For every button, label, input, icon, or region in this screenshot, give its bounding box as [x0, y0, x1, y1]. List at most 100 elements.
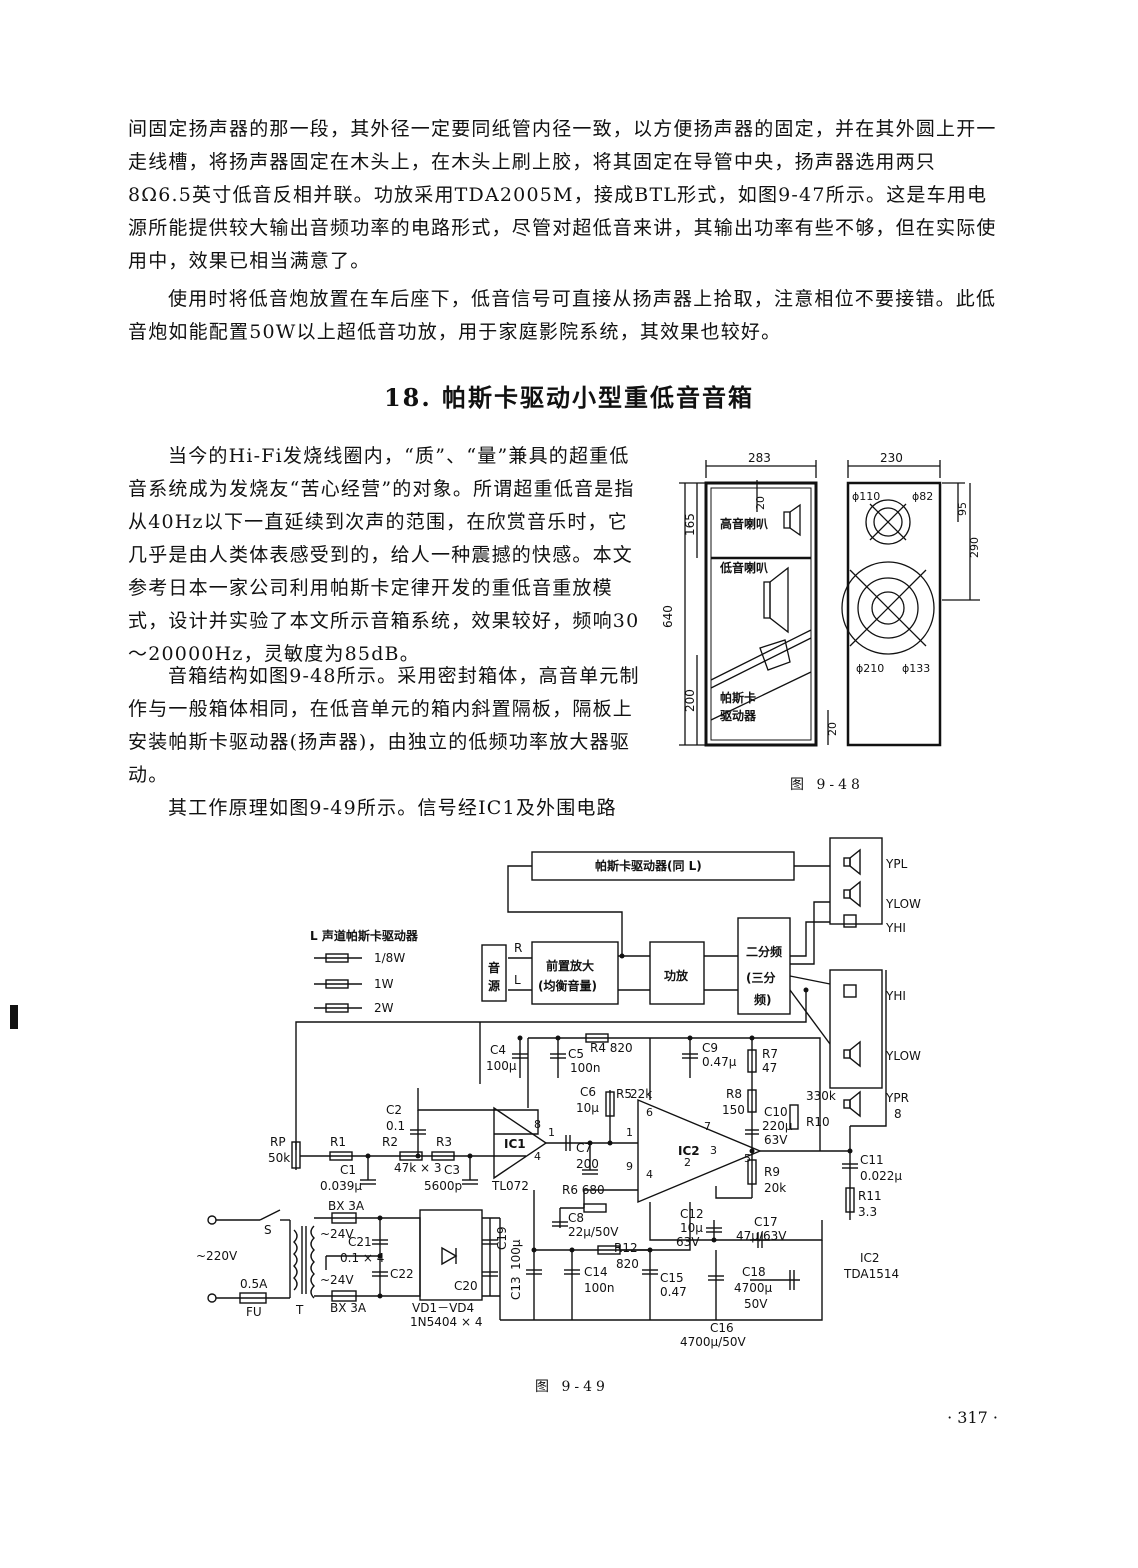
tweeter-label: 高音喇叭	[720, 516, 768, 531]
r2-label: R2	[382, 1135, 398, 1149]
c8-label: C8	[568, 1211, 584, 1225]
c21-label: C21	[348, 1235, 372, 1249]
c8-value: 22μ/50V	[568, 1225, 619, 1239]
switch-label: S	[264, 1223, 272, 1237]
c3-value: 5600p	[424, 1179, 462, 1193]
legend-2w: 2W	[374, 1001, 394, 1015]
c12-value-1: 10μ	[680, 1221, 703, 1235]
c1-label: C1	[340, 1163, 356, 1177]
dim-200: 200	[683, 689, 697, 712]
dim-283: 283	[748, 451, 771, 465]
ic2-label: IC2	[678, 1144, 700, 1158]
c6-label: C6	[580, 1085, 596, 1099]
amp-label: 功放	[664, 968, 689, 983]
dim-20-top: 20	[754, 496, 767, 510]
c19-label: C19	[495, 1226, 509, 1250]
c4-value: 100μ	[486, 1059, 517, 1073]
preamp-label-2: (均衡音量)	[538, 978, 597, 993]
v24b-label: ~24V	[320, 1273, 354, 1287]
v220-label: ~220V	[196, 1249, 238, 1263]
pascal-label: 帕斯卡	[720, 690, 756, 705]
r5-value: 22k	[630, 1087, 652, 1101]
bx1-label: BX 3A	[328, 1199, 365, 1213]
r11-value: 3.3	[858, 1205, 877, 1219]
r2-value: 47k × 3	[394, 1161, 442, 1175]
figure-9-48-caption: 图 9-48	[790, 777, 864, 793]
ic2-pin-4: 4	[646, 1168, 653, 1181]
r7-value: 47	[762, 1061, 777, 1075]
pin-1: 1	[548, 1126, 555, 1139]
c18-label: C18	[742, 1265, 766, 1279]
figure-9-49-caption: 图 9-49	[535, 1379, 609, 1395]
v24a-label: ~24V	[320, 1227, 354, 1241]
c5-value: 100n	[570, 1061, 601, 1075]
dim-165: 165	[683, 513, 697, 536]
c22-label: C22	[390, 1267, 414, 1281]
c10-value-2: 63V	[764, 1133, 788, 1147]
source-label-1: 音	[488, 960, 500, 975]
second-paragraph: 使用时将低音炮放置在车后座下，低音信号可直接从扬声器上拾取，注意相位不要接错。此…	[128, 288, 997, 343]
dia-210: ϕ210	[856, 662, 884, 675]
woofer-label: 低音喇叭	[719, 560, 768, 575]
r3-label: R3	[436, 1135, 452, 1149]
c6-value: 10μ	[576, 1101, 599, 1115]
r11-label: R11	[858, 1189, 882, 1203]
figure-9-48: 283 230 640 165 200 20 20 95 290 高音喇叭 低音…	[661, 451, 980, 747]
c2-label: C2	[386, 1103, 402, 1117]
ic2-pin-5: 5	[744, 1152, 751, 1165]
c13-label: C13	[509, 1276, 523, 1300]
c14-label: C14	[584, 1265, 608, 1279]
ylow2-label: YLOW	[885, 1049, 921, 1063]
bx2-label: BX 3A	[330, 1301, 367, 1315]
r6-label: R6 680	[562, 1183, 605, 1197]
c18-value-1: 4700μ	[734, 1281, 773, 1295]
c4-label: C4	[490, 1043, 506, 1057]
c15-label: C15	[660, 1271, 684, 1285]
ic2-pin-7: 7	[704, 1120, 711, 1133]
rp-label: RP	[270, 1135, 286, 1149]
c11-value: 0.022μ	[860, 1169, 902, 1183]
preamp-label-1: 前置放大	[546, 958, 594, 973]
dim-640: 640	[661, 605, 675, 628]
dim-20-bottom: 20	[826, 722, 839, 736]
c12-label: C12	[680, 1207, 704, 1221]
r-channel-label: R	[514, 941, 522, 955]
r12-value: 820	[616, 1257, 639, 1271]
r10-value: 330k	[806, 1089, 836, 1103]
c9-value: 0.47μ	[702, 1055, 737, 1069]
r9-value: 20k	[764, 1181, 786, 1195]
xover-label-2: (三分	[746, 970, 776, 985]
legend-1-8w: 1/8W	[374, 951, 405, 965]
vd-part: 1N5404 × 4	[410, 1315, 482, 1329]
c12-value-2: 63V	[676, 1235, 700, 1249]
c10-value-1: 220μ	[762, 1119, 793, 1133]
tda1514-label: TDA1514	[843, 1267, 899, 1281]
r8-label: R8	[726, 1087, 742, 1101]
c18-value-2: 50V	[744, 1297, 768, 1311]
r8-value: 150	[722, 1103, 745, 1117]
c10-label: C10	[764, 1105, 788, 1119]
driver-label: 驱动器	[720, 709, 757, 723]
ic1-label: IC1	[504, 1137, 526, 1151]
pascal-same-l-label: 帕斯卡驱动器(同 L)	[595, 858, 702, 873]
tl072-label: TL072	[491, 1179, 529, 1193]
r7-label: R7	[762, 1047, 778, 1061]
c16-value: 4700μ/50V	[680, 1335, 746, 1349]
r9-label: R9	[764, 1165, 780, 1179]
dim-290: 290	[968, 537, 980, 558]
ic2-pin-1: 1	[626, 1126, 633, 1139]
ylow-label: YLOW	[885, 897, 921, 911]
legend-title: L 声道帕斯卡驱动器	[310, 928, 419, 943]
c17-value: 47μ/63V	[736, 1229, 787, 1243]
intro-paragraph: 当今的Hi-Fi发烧线圈内，“质”、“量”兼具的超重低音系统成为发烧友“苦心经营…	[128, 445, 640, 665]
r12-label: R12	[614, 1241, 638, 1255]
legend-1w: 1W	[374, 977, 394, 991]
ic2-pin-3: 3	[710, 1144, 717, 1157]
vd-label: VD1－VD4	[412, 1301, 474, 1315]
c2-value: 0.1	[386, 1119, 405, 1133]
c21-value: 0.1 × 4	[340, 1251, 384, 1265]
dia-133: ϕ133	[902, 662, 930, 675]
c7-label: C7	[576, 1141, 592, 1155]
section-title: 18. 帕斯卡驱动小型重低音音箱	[383, 383, 755, 412]
c20-label: C20	[454, 1279, 478, 1293]
